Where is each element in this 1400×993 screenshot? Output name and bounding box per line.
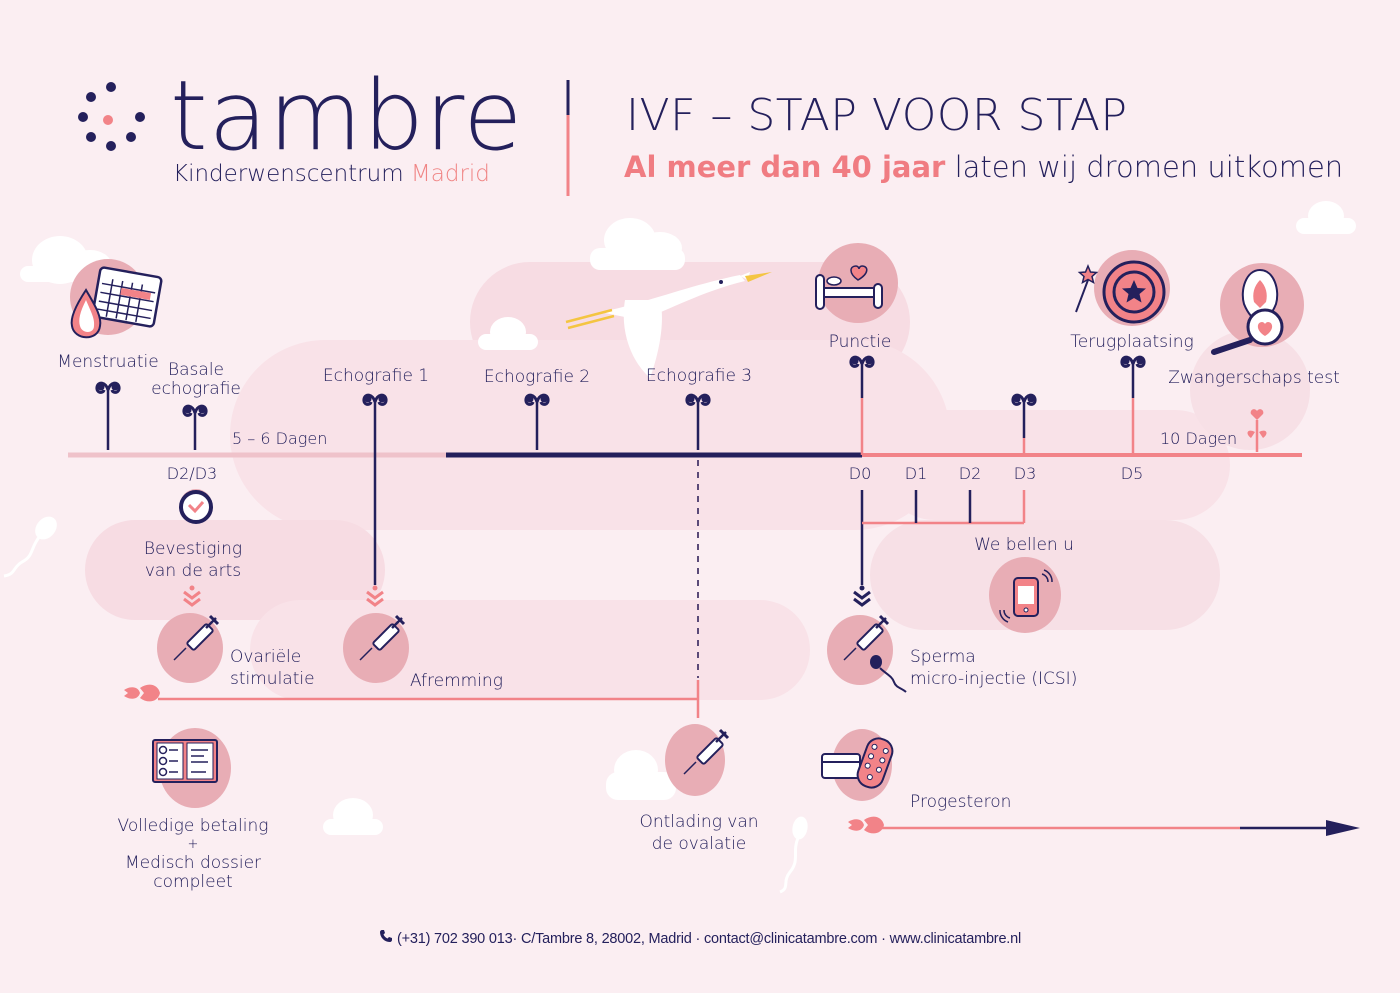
label-ovariele-stimulatie: Ovariële stimulatie	[230, 646, 315, 690]
marker-punctie	[849, 355, 875, 455]
marker-basale	[182, 404, 208, 450]
phone-icon	[379, 929, 393, 947]
label-echografie-3: Echografie 3	[645, 366, 753, 386]
label-echografie-1: Echografie 1	[322, 366, 430, 386]
brand-logo: tambre	[170, 60, 524, 172]
label-bevestiging-line1: Bevestiging	[143, 539, 243, 559]
phone-ringing-icon	[999, 569, 1053, 623]
label-icsi-line2: micro-injectie (ICSI)	[910, 669, 1078, 689]
label-terugplaatsing: Terugplaatsing	[1070, 332, 1194, 352]
brand-subtitle: Kinderwenscentrum Madrid	[173, 161, 490, 187]
bed-heart-icon	[815, 265, 883, 310]
label-icsi-line1: Sperma	[910, 647, 976, 667]
cloud	[478, 317, 538, 350]
label-betaling-dossier: Volledige betaling + Medisch dossier com…	[118, 817, 269, 891]
label-betaling-line1: Volledige betaling	[117, 816, 269, 836]
cloud	[590, 218, 685, 270]
magic-wand-target-icon	[1075, 260, 1166, 324]
label-basale-echografie: Basale echografie	[151, 361, 241, 399]
label-afremming: Afremming	[410, 671, 503, 691]
label-punctie: Punctie	[828, 332, 892, 352]
footer-address: C/Tambre 8, 28002, Madrid	[520, 931, 692, 947]
cloud	[323, 798, 383, 835]
day-label-d2d3: D2/D3	[166, 464, 218, 483]
marker-terugplaatsing	[1120, 355, 1146, 455]
label-bevestiging: Bevestiging van de arts	[144, 538, 242, 582]
check-circle-icon	[179, 490, 213, 524]
marker-echo3	[685, 393, 711, 450]
stork-illustration	[565, 272, 772, 378]
label-ontlading: Ontlading van de ovalatie	[639, 811, 758, 855]
sperm-icon	[870, 655, 907, 693]
footer-email[interactable]: contact@clinicatambre.com	[704, 931, 878, 947]
footer-separator: ·	[695, 931, 701, 947]
cloud	[606, 750, 676, 800]
label-we-bellen-u: We bellen u	[974, 535, 1074, 555]
label-betaling-line2: +	[187, 836, 199, 852]
day-label-d0: D0	[848, 464, 872, 483]
chevron-down-icon	[366, 585, 384, 607]
marker-menstruatie	[95, 381, 121, 450]
footer-phone[interactable]: (+31) 702 390 013	[396, 931, 513, 947]
interval-5-6-dagen: 5 – 6 Dagen	[232, 429, 328, 448]
marker-echo1	[362, 393, 388, 585]
tagline: Al meer dan 40 jaar laten wij dromen uit…	[624, 150, 1343, 184]
cloud	[1296, 201, 1356, 234]
day-label-d5: D5	[1120, 464, 1144, 483]
page-title: IVF – STAP VOOR STAP	[626, 90, 1128, 141]
tagline-highlight: Al meer dan 40 jaar	[624, 150, 946, 184]
marker-d3	[1011, 393, 1037, 455]
day-label-d3: D3	[1013, 464, 1037, 483]
chevron-down-icon	[183, 585, 201, 607]
checklist-book-icon	[152, 739, 218, 783]
label-bevestiging-line2: van de arts	[144, 561, 242, 581]
embryo-days-bracket	[860, 490, 1026, 585]
blood-drop-calendar-icon	[70, 266, 163, 339]
label-menstruatie: Menstruatie	[57, 352, 159, 372]
sprout-heart-icon	[1247, 409, 1267, 452]
label-basale-line1: Basale	[167, 360, 225, 380]
pregnancy-magnifier-icon	[1211, 268, 1284, 355]
label-betaling-line3: Medisch dossier	[124, 853, 262, 873]
label-icsi: Sperma micro-injectie (ICSI)	[910, 646, 1077, 690]
progesteron-arrow	[848, 816, 1360, 836]
stimulation-arrow	[124, 684, 698, 702]
brand-subtitle-accent: Madrid	[410, 161, 490, 187]
label-ovariele-line2: stimulatie	[230, 669, 315, 689]
chevron-down-icon	[853, 585, 871, 607]
label-progesteron: Progesteron	[910, 792, 1012, 812]
label-betaling-line4: compleet	[153, 871, 233, 892]
label-ovariele-line1: Ovariële	[230, 647, 302, 667]
footer-separator: ·	[881, 931, 886, 947]
day-label-d2: D2	[958, 464, 982, 483]
footer-separator: ·	[512, 931, 518, 947]
marker-echo2	[524, 393, 550, 450]
label-zwangerschaps-test: Zwangerschaps test	[1168, 368, 1340, 388]
interval-10-dagen: 10 Dagen	[1160, 429, 1238, 448]
day-label-d1: D1	[904, 464, 928, 483]
label-ontlading-line2: de ovalatie	[651, 834, 747, 854]
footer-website[interactable]: www.clinicatambre.nl	[889, 931, 1022, 947]
label-basale-line2: echografie	[151, 379, 241, 399]
sperm-decoration	[3, 516, 808, 894]
pills-box-icon	[821, 737, 894, 789]
footer-contact: (+31) 702 390 013· C/Tambre 8, 28002, Ma…	[0, 929, 1400, 947]
brand-subtitle-main: Kinderwenscentrum	[173, 161, 404, 187]
logo-dots	[78, 82, 145, 151]
tagline-rest: laten wij dromen uitkomen	[954, 150, 1344, 184]
label-ontlading-line1: Ontlading van	[639, 812, 759, 832]
label-echografie-2: Echografie 2	[483, 367, 591, 387]
